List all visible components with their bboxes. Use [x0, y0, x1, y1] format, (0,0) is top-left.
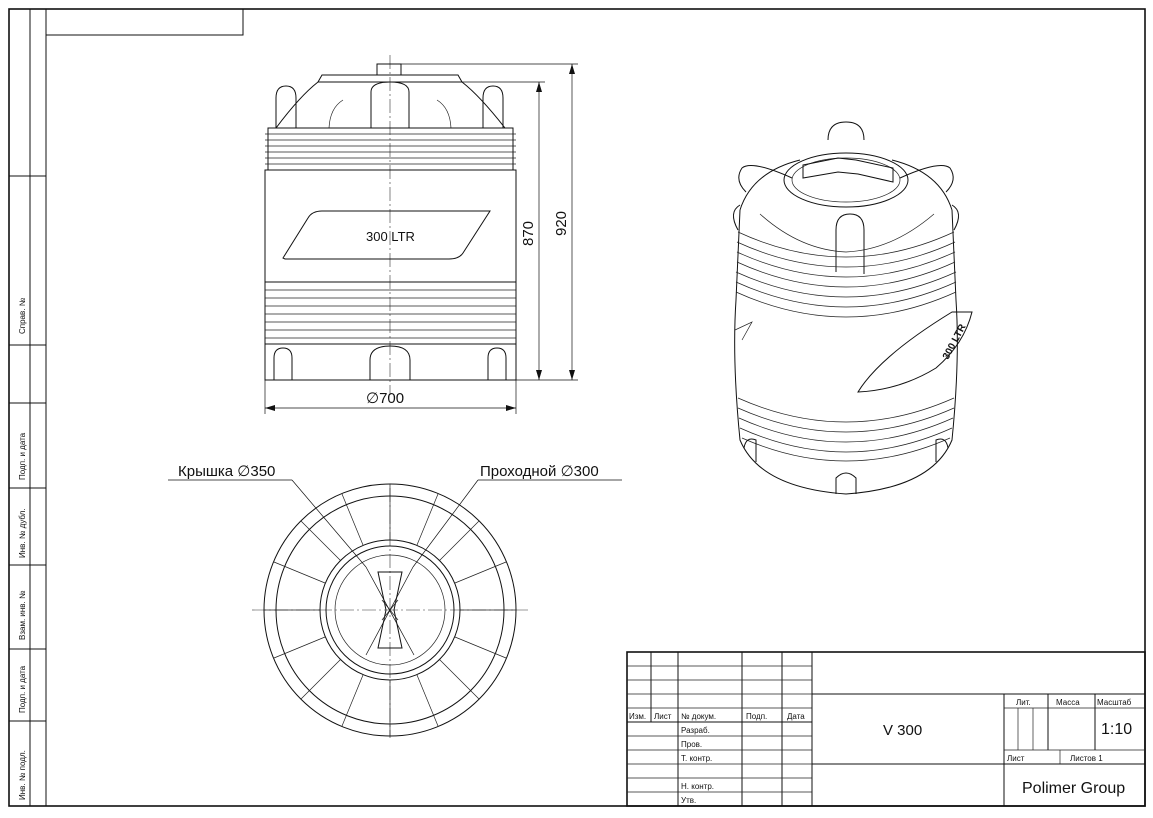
- callout-passage: Проходной ∅300: [480, 463, 599, 480]
- dim-height-body: 870: [520, 221, 537, 246]
- col-list: Лист: [654, 712, 672, 721]
- iso-label-text: 300 LTR: [941, 322, 969, 362]
- col-podp: Подп.: [746, 712, 767, 721]
- isometric-view: 300 LTR: [733, 121, 973, 495]
- drawing-frame: [8, 8, 1146, 807]
- inv-podl-label: Инв. № подл.: [18, 750, 27, 800]
- company-name: Polimer Group: [1022, 780, 1125, 797]
- col-n-dokum: № докум.: [681, 712, 716, 721]
- lit-label: Лит.: [1016, 698, 1031, 707]
- podp-data-label-1: Подп. и дата: [18, 432, 27, 480]
- top-view: Крышка ∅350 Проходной ∅300: [168, 463, 622, 738]
- front-label-text: 300 LTR: [366, 229, 415, 244]
- callout-lid: Крышка ∅350: [178, 463, 275, 480]
- side-strip: Справ. № Подп. и дата Инв. № дубл. Взам.…: [18, 297, 27, 800]
- dim-height-total: 920: [553, 211, 570, 236]
- row-t-kontr: Т. контр.: [681, 754, 712, 763]
- row-utv: Утв.: [681, 796, 696, 805]
- designation: V 300: [883, 722, 922, 739]
- row-n-kontr: Н. контр.: [681, 782, 714, 791]
- sheet-label: Лист: [1007, 754, 1025, 763]
- col-data: Дата: [787, 712, 805, 721]
- front-view: 300 LTR 870 920: [264, 55, 578, 414]
- vzam-inv-label: Взам. инв. №: [18, 590, 27, 640]
- sprav-label: Справ. №: [18, 297, 27, 334]
- sheets-label: Листов 1: [1070, 754, 1103, 763]
- title-block: Изм. Лист № докум. Подп. Дата Разраб. Пр…: [626, 651, 1146, 807]
- col-izm: Изм.: [629, 712, 646, 721]
- masshtab-label: Масштаб: [1097, 698, 1132, 707]
- dim-diameter: ∅700: [366, 390, 404, 407]
- row-prov: Пров.: [681, 740, 702, 749]
- podp-data-label-2: Подп. и дата: [18, 665, 27, 713]
- inv-dubl-label: Инв. № дубл.: [18, 508, 27, 558]
- row-razrab: Разраб.: [681, 726, 710, 735]
- scale-value: 1:10: [1101, 721, 1132, 738]
- massa-label: Масса: [1056, 698, 1080, 707]
